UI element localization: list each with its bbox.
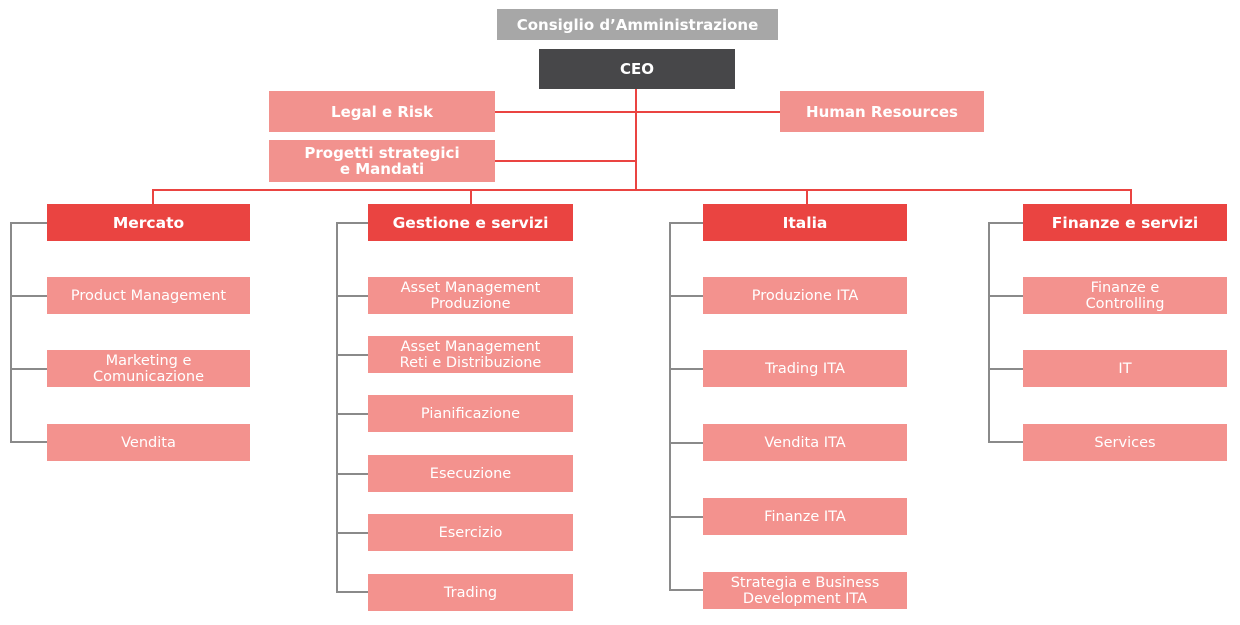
unit-box: Asset Management Reti e Distribuzione <box>368 336 573 373</box>
unit-box: Finanze ITA <box>703 498 907 535</box>
staff-projects-box: Progetti strategici e Mandati <box>269 140 495 182</box>
division-finanze-box: Finanze e servizi <box>1023 204 1227 241</box>
connector-italia-branch <box>669 589 703 591</box>
unit-box: Strategia e Business Development ITA <box>703 572 907 609</box>
connector-drop-mercato <box>152 189 154 204</box>
division-mercato-box: Mercato <box>47 204 250 241</box>
connector-gestione-spine <box>336 222 338 593</box>
connector-ceo-trunk <box>635 89 637 190</box>
connector-italia-branch <box>669 442 703 444</box>
connector-italia-branch <box>669 368 703 370</box>
connector-gestione-branch <box>336 591 368 593</box>
connector-gestione-branch <box>336 532 368 534</box>
connector-mercato-spine <box>10 222 12 443</box>
connector-gestione-branch <box>336 354 368 356</box>
division-italia-box: Italia <box>703 204 907 241</box>
connector-drop-finanze <box>1130 189 1132 204</box>
connector-gestione-branch <box>336 222 368 224</box>
connector-mercato-branch <box>10 222 47 224</box>
connector-finanze-branch <box>988 368 1023 370</box>
connector-finanze-branch <box>988 222 1023 224</box>
board-box: Consiglio d’Amministrazione <box>497 9 778 40</box>
connector-mercato-branch <box>10 441 47 443</box>
unit-box: Esecuzione <box>368 455 573 492</box>
unit-box: Asset Management Produzione <box>368 277 573 314</box>
unit-box: Pianificazione <box>368 395 573 432</box>
unit-box: Esercizio <box>368 514 573 551</box>
connector-italia-spine <box>669 222 671 591</box>
unit-box: Product Management <box>47 277 250 314</box>
unit-box: Trading ITA <box>703 350 907 387</box>
unit-box: Vendita <box>47 424 250 461</box>
connector-finanze-branch <box>988 441 1023 443</box>
connector-finanze-spine <box>988 222 990 443</box>
unit-box: Finanze e Controlling <box>1023 277 1227 314</box>
connector-italia-branch <box>669 295 703 297</box>
connector-legal-hr <box>495 111 780 113</box>
connector-divisions-bus <box>152 189 1132 191</box>
unit-box: Produzione ITA <box>703 277 907 314</box>
unit-box: Marketing e Comunicazione <box>47 350 250 387</box>
staff-legal-box: Legal e Risk <box>269 91 495 132</box>
connector-finanze-branch <box>988 295 1023 297</box>
connector-gestione-branch <box>336 413 368 415</box>
unit-box: IT <box>1023 350 1227 387</box>
connector-mercato-branch <box>10 295 47 297</box>
connector-gestione-branch <box>336 295 368 297</box>
unit-box: Services <box>1023 424 1227 461</box>
unit-box: Vendita ITA <box>703 424 907 461</box>
ceo-box: CEO <box>539 49 735 89</box>
connector-drop-italia <box>806 189 808 204</box>
connector-drop-gestione <box>470 189 472 204</box>
unit-box: Trading <box>368 574 573 611</box>
staff-hr-box: Human Resources <box>780 91 984 132</box>
connector-mercato-branch <box>10 368 47 370</box>
connector-italia-branch <box>669 222 703 224</box>
connector-projects <box>495 160 636 162</box>
connector-gestione-branch <box>336 473 368 475</box>
division-gestione-box: Gestione e servizi <box>368 204 573 241</box>
connector-italia-branch <box>669 516 703 518</box>
